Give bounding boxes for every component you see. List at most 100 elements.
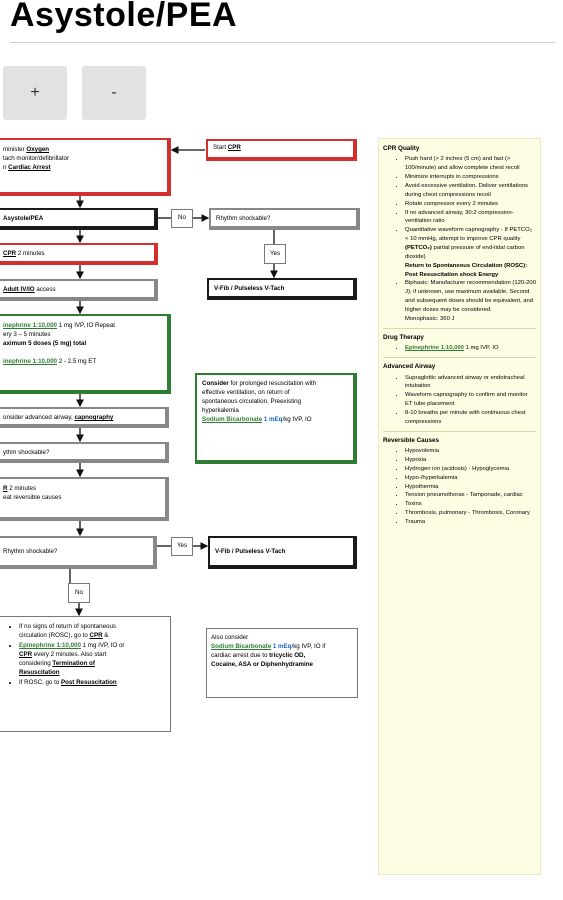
iv-access-box: Adult IV/IO access: [0, 279, 158, 301]
epinephrine-repeat-text: ery 3 – 5 minutes: [3, 330, 51, 338]
title-divider: [10, 42, 555, 43]
cpr-quality-item: If no advanced airway, 30:2 compression-…: [405, 209, 536, 227]
cpr-quality-item: Biphasic: Manufacturer recommendation (1…: [405, 279, 536, 323]
monitor-text: tach monitor/defibrillator: [3, 154, 70, 162]
reversible-cause-item: Hypo-/hyperkalemia: [405, 474, 536, 483]
epinephrine-dose-1: 1 mg IVP, IO Repeat: [57, 322, 116, 329]
reversible-cause-item: Hydrogen ion (acidosis) - Hypoglycemia: [405, 465, 536, 474]
no-rosc-text-2: circulation (ROSC), go to: [19, 631, 90, 639]
resuscitation-link[interactable]: Resuscitation: [19, 668, 60, 676]
petco-label: (PETCO₂): [405, 245, 432, 252]
consider-text-3: spontaneous circulation. Preexisting: [202, 397, 302, 405]
reversible-cause-item: Hypovolemia: [405, 447, 536, 456]
bicarb-route: /kg IVP, IO: [282, 415, 312, 423]
start-cpr-text: Start: [213, 144, 228, 151]
every-2min-text: every 2 minutes. Also start: [32, 650, 107, 658]
reversible-cause-item: Trauma: [405, 518, 536, 527]
cpr-link-3[interactable]: R: [3, 485, 8, 492]
bicarb-dose: 1 mEq: [262, 415, 283, 423]
zoom-out-button[interactable]: -: [82, 66, 146, 120]
cpr-link-2[interactable]: CPR: [3, 250, 17, 257]
cpr-link-5[interactable]: CPR: [19, 650, 33, 658]
capnography-link[interactable]: capnography: [74, 414, 114, 421]
advanced-airway-box: onsider advanced airway, capnography: [0, 407, 169, 428]
advanced-airway-heading: Advanced Airway: [383, 363, 436, 371]
oxygen-link[interactable]: Oxygen: [26, 146, 50, 153]
cpr-2min-box: CPR 2 minutes: [0, 243, 158, 265]
epinephrine-dose-3: 1 mg IVP, IO or: [80, 641, 125, 649]
rhythm-shockable-box-1: Rhythm shockable?: [209, 208, 360, 230]
rhythm-shockable-box-3: Rhythm shockable?: [0, 536, 157, 569]
start-cpr-box[interactable]: Start CPR: [206, 139, 357, 161]
advanced-airway-text: onsider advanced airway,: [3, 414, 75, 421]
cpr-link-4[interactable]: CPR: [89, 631, 103, 639]
epinephrine-link-2[interactable]: inephrine 1:10,000: [3, 357, 57, 365]
cpr-quality-item: Avoid excessive ventilation. Deliver ven…: [405, 182, 536, 200]
consider-bicarb-box: Consider for prolonged resuscitation wit…: [195, 373, 357, 464]
cardiac-arrest-link[interactable]: Cardiac Arrest: [8, 163, 51, 171]
reversible-causes-text: eat reversible causes: [3, 493, 62, 501]
cpr-3-text: 2 minutes: [7, 485, 37, 492]
cpr-quality-item: Push hard (> 2 inches (5 cm) and fast (>…: [405, 155, 536, 173]
epinephrine-box: inephrine 1:10,000 1 mg IVP, IO Repeat e…: [0, 314, 171, 394]
cpr-quality-item: Rotate compressor every 2 minutes: [405, 200, 536, 209]
no-rosc-text-1: If no signs of return of spontaneous: [19, 623, 116, 630]
tricyclic-text: cardiac arrest due to: [211, 651, 270, 659]
zoom-in-button[interactable]: +: [3, 66, 67, 120]
epinephrine-link-3[interactable]: Epinephrine 1:10,000: [19, 641, 81, 649]
rhythm-shockable-box-2: ythm shockable?: [0, 442, 169, 463]
cpr-quality-heading: CPR Quality: [383, 145, 420, 152]
consider-text-1: for prolonged resuscitation with: [228, 380, 317, 387]
bicarb-route-2: /kg IVP, IO if: [291, 642, 326, 650]
consider-label: Consider: [202, 380, 229, 387]
epinephrine-sidebar-link[interactable]: Epinephrine 1:10,000: [405, 345, 464, 352]
biphasic-text: Biphasic: Manufacturer recommendation (1…: [405, 280, 536, 314]
epinephrine-sidebar-dose: 1 mg IVP, IO: [463, 345, 499, 352]
reversible-cause-item: Tension pneumothorax - Tamponade, cardia…: [405, 491, 536, 500]
access-text: access: [34, 286, 56, 293]
rosc-shock-energy: Return to Spontaneous Circulation (ROSC)…: [405, 262, 528, 278]
consider-text-2: effective ventilation, on return of: [202, 388, 290, 396]
petco-text: partial pressure of end-tidal carbon dio…: [405, 245, 525, 260]
reference-sidebar: CPR Quality Push hard (> 2 inches (5 cm)…: [378, 138, 541, 875]
epinephrine-link-1[interactable]: inephrine 1:10,000: [3, 322, 57, 329]
monophasic-text: Monophasic: 360 J: [405, 315, 455, 322]
epinephrine-max-text: aximum 5 doses (5 mg) total: [3, 339, 87, 347]
considering-text: considering: [19, 659, 53, 667]
vfib-box-2[interactable]: V-Fib / Pulseless V-Tach: [208, 536, 357, 569]
reversible-cause-item: Hypoxia: [405, 456, 536, 465]
cpr-quality-item: Quantitative waveform capnography - If P…: [405, 226, 536, 279]
reversible-cause-item: Hypothermia: [405, 483, 536, 492]
post-resuscitation-link[interactable]: Post Resuscitation: [60, 678, 117, 686]
no-label-1: No: [171, 209, 193, 228]
oxygen-text: minister: [3, 146, 27, 153]
no-label-2: No: [68, 583, 90, 603]
reversible-cause-item: Thrombosis, pulmonary - Thrombosis, Coro…: [405, 509, 536, 518]
drug-therapy-heading: Drug Therapy: [383, 333, 424, 341]
sodium-bicarbonate-link-2[interactable]: Sodium Bicarbonate: [211, 642, 272, 650]
oxygen-monitor-box: minister Oxygen tach monitor/defibrillat…: [0, 138, 171, 196]
epinephrine-et-text: 2 - 2.5 mg ET: [57, 357, 97, 365]
sodium-bicarbonate-link[interactable]: Sodium Bicarbonate: [202, 415, 263, 423]
bicarb-dose-2: 1 mEq: [271, 642, 292, 650]
cpr-link[interactable]: CPR: [227, 144, 241, 151]
vfib-box-1[interactable]: V-Fib / Pulseless V-Tach: [207, 278, 357, 300]
tricyclic-bold: tricyclic OD,: [269, 651, 306, 659]
also-consider-label: Also consider: [211, 634, 249, 641]
drug-therapy-item: Epinephrine 1:10,000 1 mg IVP, IO: [405, 344, 536, 353]
capnography-text: Quantitative waveform capnography - If P…: [405, 227, 533, 243]
asystole-pea-box: Asystole/PEA: [0, 208, 158, 230]
page-title: Asystole/PEA: [10, 0, 238, 34]
cpr-reversible-box: R 2 minutes eat reversible causes: [0, 477, 169, 521]
advanced-airway-item: Supraglottic advanced airway or endotrac…: [405, 374, 536, 392]
cpr-quality-item: Minimize interrupts in compressions: [405, 173, 536, 182]
termination-link[interactable]: Termination of: [52, 659, 95, 667]
no-rosc-amp: &: [102, 631, 109, 639]
yes-label-2: Yes: [171, 537, 193, 556]
rosc-text: If ROSC, go to: [19, 678, 61, 686]
also-consider-box: Also consider Sodium Bicarbonate 1 mEq/k…: [206, 628, 358, 698]
iv-io-link[interactable]: Adult IV/IO: [3, 286, 35, 293]
no-rosc-box: If no signs of return of spontaneouscirc…: [0, 616, 171, 732]
cardiac-arrest-text: n: [3, 163, 9, 171]
consider-text-4: hyperkalemia: [202, 406, 239, 414]
